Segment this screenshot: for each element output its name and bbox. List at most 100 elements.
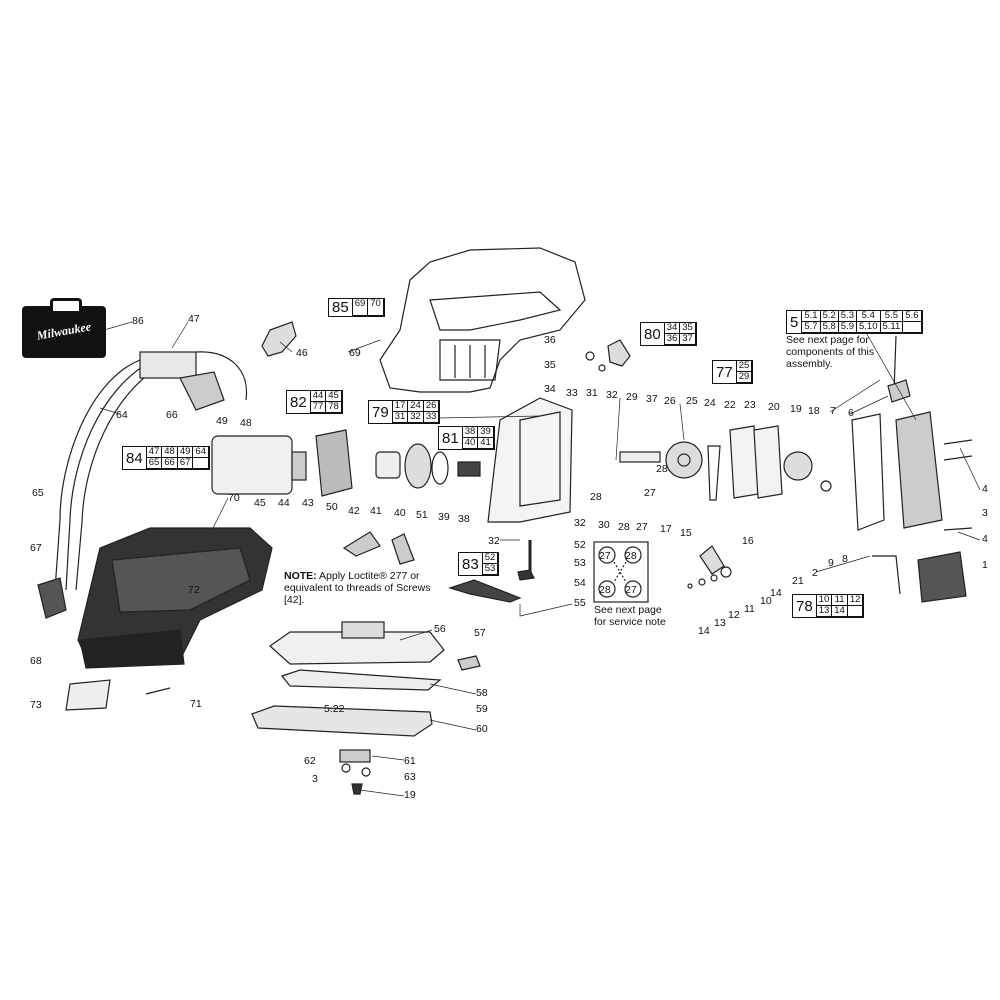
callout-number: 45 xyxy=(254,497,266,509)
service-ring-label: 28 xyxy=(625,550,637,562)
kit-component-number: 10 xyxy=(816,595,833,606)
kit-component-number: 48 xyxy=(162,447,178,458)
callout-number: 16 xyxy=(742,535,754,547)
callout-number: 11 xyxy=(744,603,755,615)
callout-number: 68 xyxy=(30,655,42,667)
callout-number: 67 xyxy=(30,542,42,554)
callout-number: 34 xyxy=(544,383,556,395)
kit-component-number: 5.5 xyxy=(880,311,904,322)
note-prefix: NOTE: xyxy=(284,570,317,582)
callout-number: 31 xyxy=(586,387,598,399)
callout-number: 52 xyxy=(574,539,586,551)
brand-wordmark: Milwaukee xyxy=(35,319,93,343)
kit-component-number: 26 xyxy=(423,401,440,412)
kit-number: 79 xyxy=(369,401,393,423)
kit-component-number: 24 xyxy=(408,401,424,412)
loctite-note: NOTE: Apply Loctite® 277 or equivalent t… xyxy=(284,570,444,606)
callout-number: 37 xyxy=(646,393,658,405)
kit-component-number: 5.3 xyxy=(838,311,857,322)
kit-component-number: 77 xyxy=(310,402,327,413)
callout-number: 6 xyxy=(848,407,854,419)
callout-number: 23 xyxy=(744,399,756,411)
kit-number: 84 xyxy=(123,447,147,469)
kit-component-number: 5.9 xyxy=(838,322,857,333)
kit-component-number: 39 xyxy=(478,427,494,438)
gear-housing-part xyxy=(487,397,573,523)
milwaukee-logo: Milwaukee xyxy=(22,298,106,358)
kit-component-number: 14 xyxy=(832,606,848,617)
callout-number: 20 xyxy=(768,401,780,413)
kit-component-number: 37 xyxy=(680,334,696,345)
kit-component-number: 69 xyxy=(352,299,369,316)
callout-number: 21 xyxy=(792,575,804,587)
callout-number: 3 xyxy=(982,507,988,519)
kit-component-number: 5.6 xyxy=(903,311,922,322)
service-ring-label: 27 xyxy=(625,584,637,596)
kit-component-number: 29 xyxy=(736,372,753,383)
callout-number: 51 xyxy=(416,509,428,521)
kit-component-number: 45 xyxy=(326,391,342,402)
callout-number: 12 xyxy=(728,609,740,621)
kit-component-number xyxy=(847,606,864,617)
callout-number: 25 xyxy=(686,395,698,407)
callout-number: 19 xyxy=(790,403,802,415)
callout-number: 15 xyxy=(680,527,692,539)
callout-number: 10 xyxy=(760,595,772,607)
callout-number: 1 xyxy=(982,559,988,571)
callout-number: 60 xyxy=(476,723,488,735)
gear-part xyxy=(665,441,703,479)
kit-component-number: 70 xyxy=(368,299,384,316)
callout-number: 40 xyxy=(394,507,406,519)
callout-number: 27 xyxy=(636,521,648,533)
kit-number: 81 xyxy=(439,427,463,449)
callout-number: 48 xyxy=(240,417,252,429)
callout-number: 32 xyxy=(488,535,500,547)
kit-component-number: 66 xyxy=(162,458,178,469)
housing-half-part xyxy=(379,247,586,393)
kit-component-number: 36 xyxy=(664,334,681,345)
callout-number: 26 xyxy=(664,395,676,407)
callout-number: 5.22 xyxy=(324,703,345,715)
kit-component-number: 25 xyxy=(736,361,753,372)
kit-number: 80 xyxy=(641,323,665,345)
callout-number: 56 xyxy=(434,623,446,635)
callout-number: 53 xyxy=(574,557,586,569)
case-handle-icon xyxy=(50,298,82,311)
callout-number: 39 xyxy=(438,511,450,523)
callout-number: 61 xyxy=(404,755,416,767)
callout-number: 59 xyxy=(476,703,488,715)
callout-number: 54 xyxy=(574,577,586,589)
kit-component-number: 38 xyxy=(462,427,479,438)
callout-number: 17 xyxy=(660,523,672,535)
callout-number: 4 xyxy=(982,533,988,545)
callout-number: 46 xyxy=(296,347,308,359)
switch-part xyxy=(139,351,197,379)
callout-number: 7 xyxy=(830,405,836,417)
callout-number: 28 xyxy=(618,521,630,533)
service-note: See next page for service note xyxy=(594,604,666,628)
callout-number: 19 xyxy=(404,789,416,801)
callout-number: 13 xyxy=(714,617,726,629)
callout-number: 22 xyxy=(724,399,736,411)
kit-component-number: 34 xyxy=(664,323,681,334)
trigger-part xyxy=(261,321,297,357)
callout-number: 42 xyxy=(348,505,360,517)
kit-number: 5 xyxy=(787,311,803,333)
kit-component-number: 11 xyxy=(832,595,848,606)
kit-component-number xyxy=(193,458,209,469)
callout-number: 30 xyxy=(598,519,610,531)
callout-number: 32 xyxy=(606,389,618,401)
callout-number: 38 xyxy=(458,513,470,525)
callout-number: 14 xyxy=(698,625,710,637)
callout-number: 72 xyxy=(188,584,200,596)
callout-number: 14 xyxy=(770,587,782,599)
